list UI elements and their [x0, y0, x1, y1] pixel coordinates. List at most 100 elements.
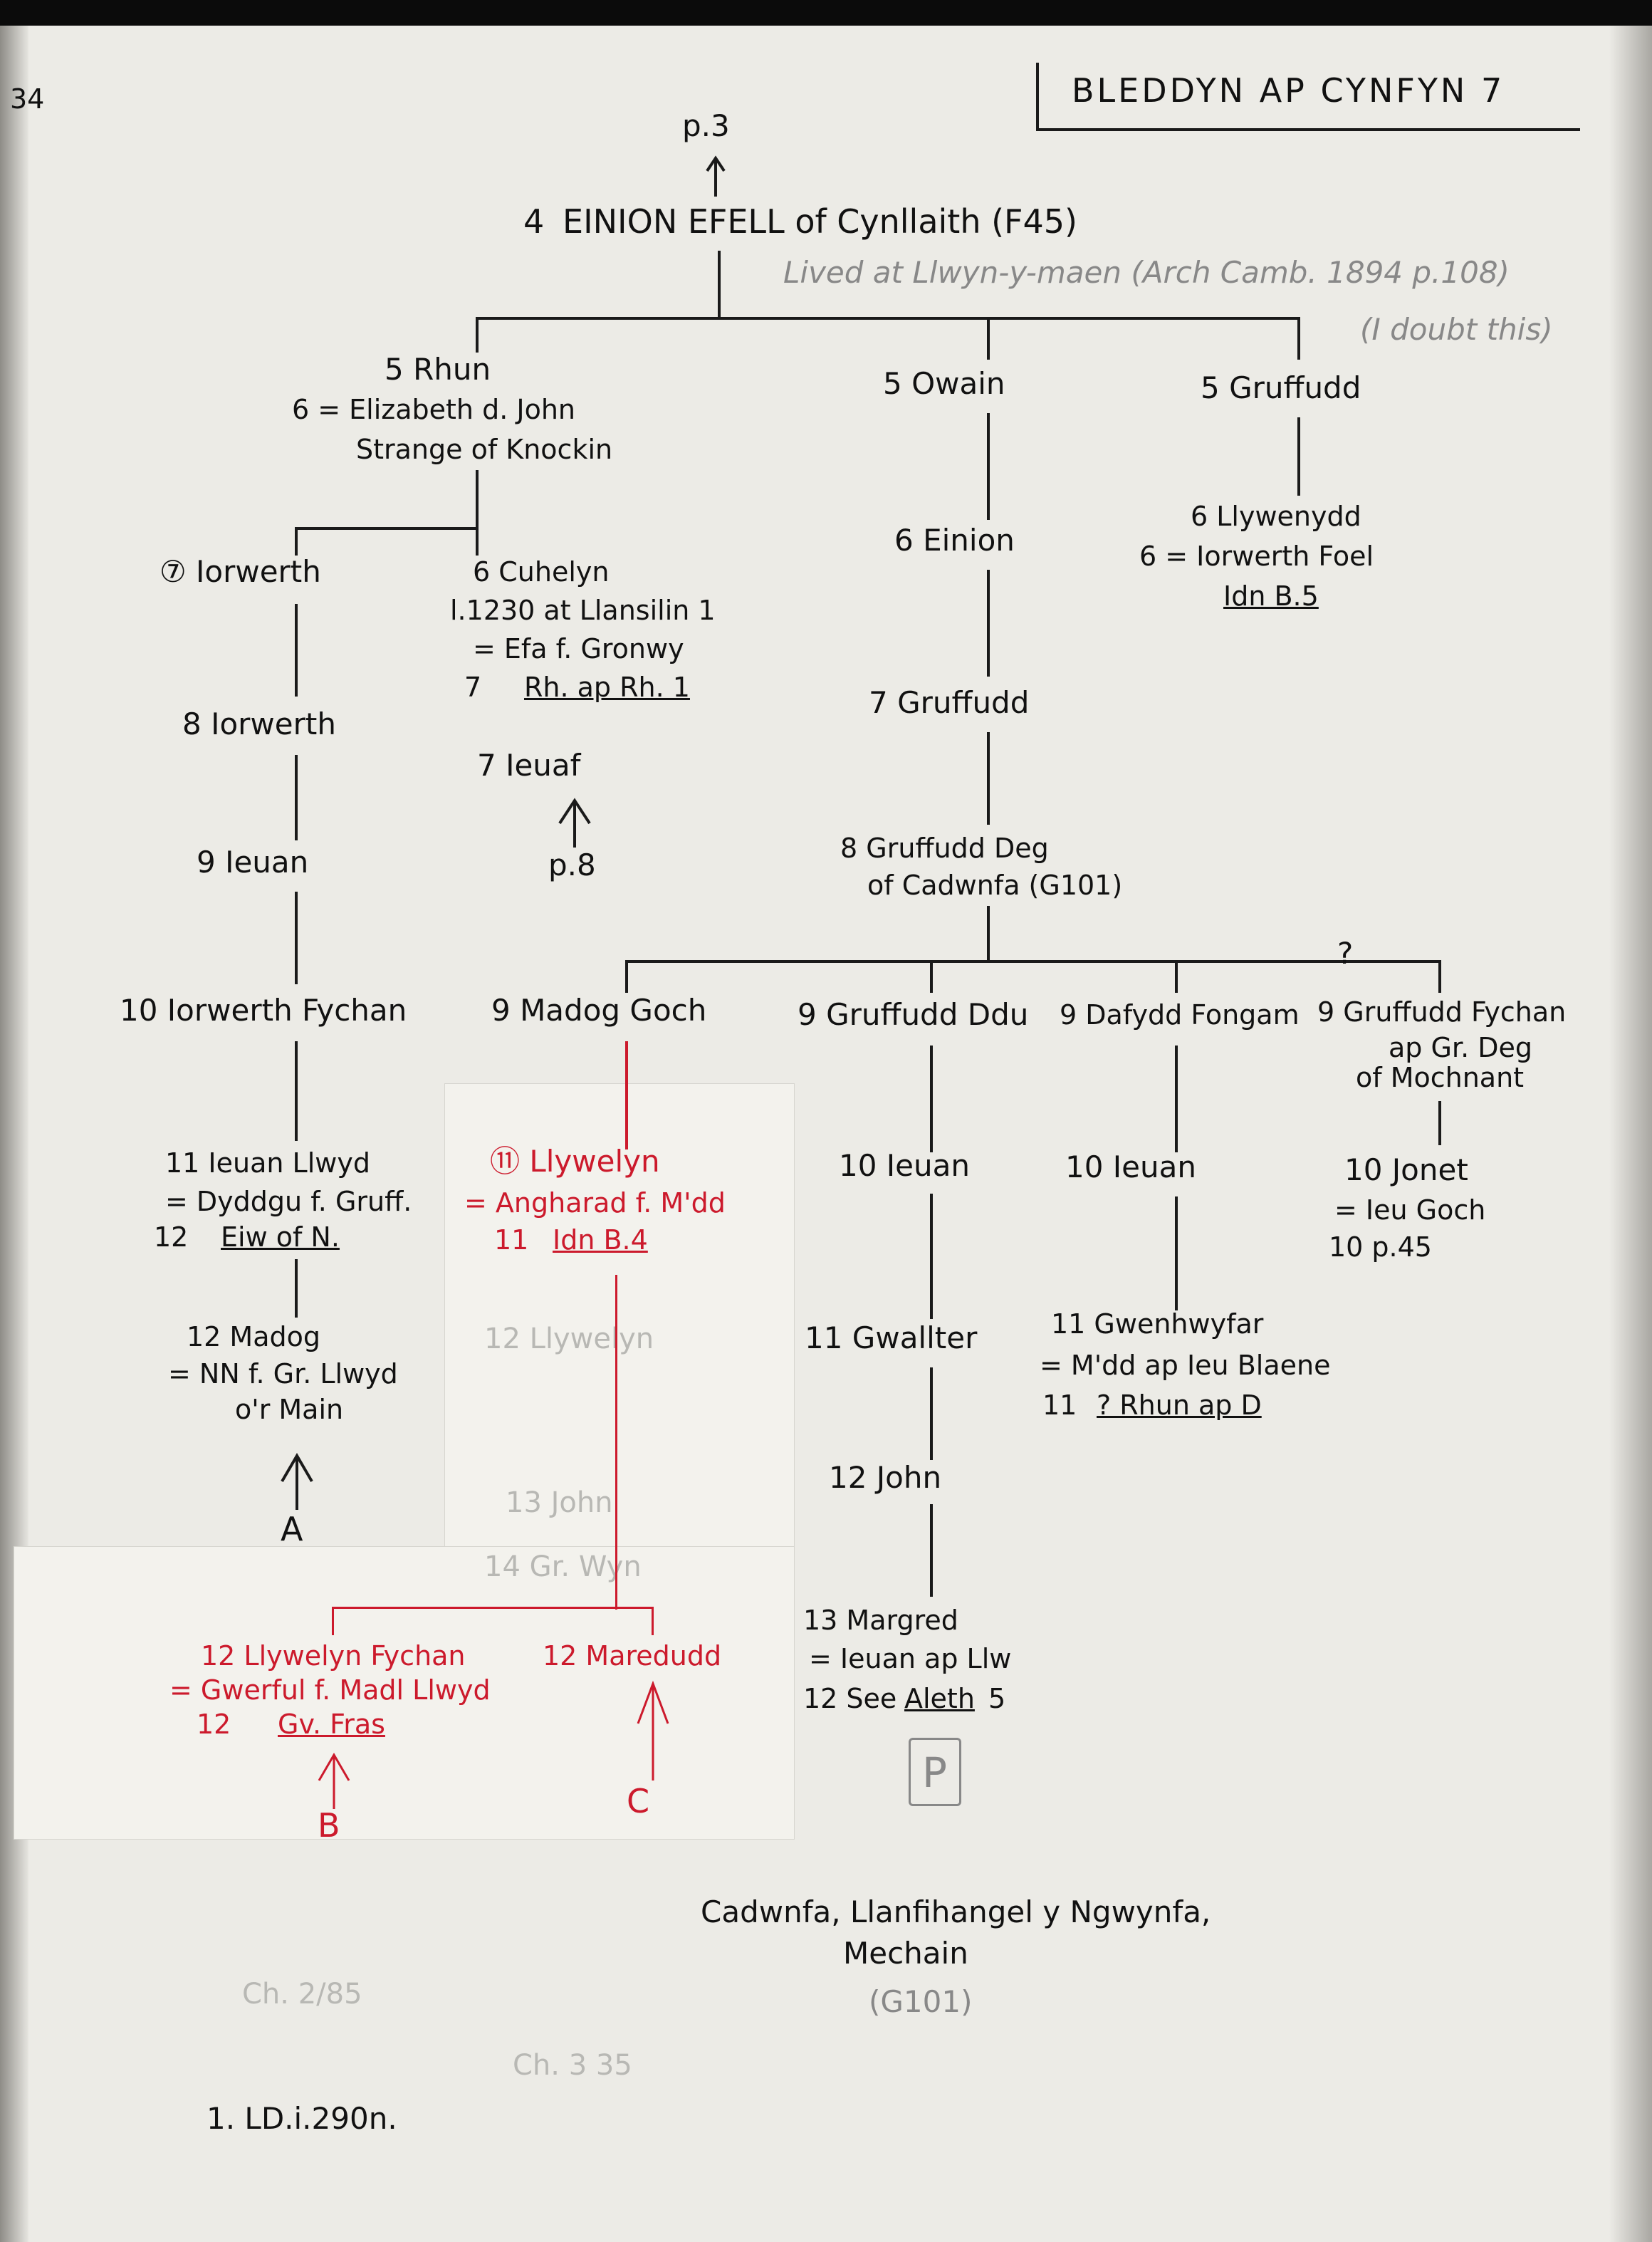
- line-gwallter-down: [930, 1367, 933, 1460]
- gruffudd7-name: 7 Gruffudd: [869, 685, 1030, 720]
- llywelyn-fychan-ref-num: 12: [197, 1709, 231, 1740]
- jonet-name: 10 Jonet: [1344, 1152, 1468, 1187]
- up-arrow-icon-p8: [558, 798, 591, 848]
- gruffudd-ddu-name: 9 Gruffudd Ddu: [798, 997, 1029, 1032]
- rhun-name: 5 Rhun: [385, 352, 491, 387]
- cuhelyn-ref-num: 7: [464, 672, 482, 703]
- margred-see-pre: 12 See: [803, 1683, 897, 1714]
- rhun-spouse-origin: Strange of Knockin: [356, 434, 613, 465]
- line-to-cuhelyn: [476, 527, 479, 556]
- header-title: BLEDDYN AP CYNFYN 7: [1072, 71, 1505, 110]
- line-to-iorwerth7: [295, 527, 298, 556]
- show-through-b: 13 John: [506, 1486, 613, 1519]
- line-to-gruffudd-ddu: [930, 960, 933, 993]
- line-gruffudd-deg-down: [987, 906, 990, 963]
- john12-name: 12 John: [829, 1460, 942, 1495]
- llywelyn11-ref-num: 11: [494, 1224, 529, 1256]
- line-iorwerth8-down: [295, 755, 298, 840]
- show-through-e: Ch. 3 35: [513, 2049, 632, 2082]
- show-through-d: Ch. 2/85: [242, 1978, 362, 2011]
- line-gen5-bar: [476, 317, 1300, 320]
- line-einion-down: [987, 570, 990, 677]
- line-iorwerth7-down: [295, 604, 298, 697]
- pasted-slip-upper: [445, 1084, 794, 1558]
- ieuan-llwyd-ref: Eiw of N.: [221, 1221, 340, 1253]
- gruffudd-fychan-parent: ap Gr. Deg: [1389, 1032, 1532, 1063]
- madog12-name: 12 Madog: [187, 1321, 320, 1352]
- margred-spouse: = Ieuan ap Llw: [809, 1643, 1012, 1674]
- madog12-spouse: = NN f. Gr. Llwyd: [168, 1358, 398, 1389]
- margred-see-post: 5: [988, 1683, 1006, 1714]
- jonet-ref: 10 p.45: [1329, 1231, 1432, 1263]
- llywelyn11-name: ⑪ Llywelyn: [490, 1144, 660, 1179]
- place-line1: Cadwnfa, Llanfihangel y Ngwynfa,: [701, 1894, 1211, 1929]
- line-to-owain: [987, 317, 990, 360]
- cuhelyn-ref: Rh. ap Rh. 1: [524, 672, 690, 703]
- line-root-down: [718, 251, 721, 318]
- line-ieuan-llwyd-down: [295, 1259, 298, 1318]
- gruffudd-deg-name: 8 Gruffudd Deg: [840, 833, 1049, 864]
- gruffudd-fychan-origin: of Mochnant: [1356, 1062, 1525, 1093]
- label-a: A: [281, 1510, 303, 1548]
- ref-p3: p.3: [682, 108, 730, 143]
- place-ref: (G101): [869, 1984, 973, 2019]
- line-ieuan10a-down: [930, 1194, 933, 1319]
- question-mark: ?: [1337, 936, 1354, 971]
- llywenydd-ref: Idn B.5: [1223, 580, 1319, 612]
- owain-name: 5 Owain: [883, 366, 1005, 401]
- root-note-doubt: (I doubt this): [1360, 312, 1553, 347]
- show-through-c: 14 Gr. Wyn: [484, 1550, 642, 1583]
- iorwerth7-name: ⑦ Iorwerth: [160, 554, 321, 589]
- gwenhwyfar-ref: ? Rhun ap D: [1097, 1389, 1262, 1421]
- up-arrow-icon-c: [637, 1680, 669, 1780]
- einion6-name: 6 Einion: [894, 523, 1015, 558]
- gwenhwyfar-name: 11 Gwenhwyfar: [1051, 1308, 1264, 1340]
- llywelyn11-spouse: = Angharad f. M'dd: [464, 1187, 726, 1219]
- line-gruffudd-ddu-down: [930, 1046, 933, 1152]
- gruffudd-fychan-name: 9 Gruffudd Fychan: [1317, 996, 1567, 1028]
- line-to-llywelyn-fychan: [332, 1607, 334, 1635]
- up-arrow-icon-b: [318, 1753, 350, 1809]
- ieuan-llwyd-ref-num: 12: [154, 1221, 189, 1253]
- line-llywelyn11-down: [615, 1275, 617, 1610]
- label-b: B: [318, 1806, 340, 1845]
- line-gen9-bar: [625, 960, 1441, 963]
- line-madog-goch-down: [625, 1041, 628, 1149]
- jonet-spouse: = Ieu Goch: [1334, 1194, 1486, 1226]
- cuhelyn-date: l.1230 at Llansilin 1: [450, 595, 716, 626]
- line-gruffudd-fychan-down: [1438, 1101, 1441, 1145]
- llywelyn-fychan-name: 12 Llywelyn Fychan: [201, 1640, 466, 1672]
- iorwerth-fychan-name: 10 Iorwerth Fychan: [120, 993, 407, 1028]
- gwenhwyfar-spouse: = M'dd ap Ieu Blaene: [1040, 1350, 1331, 1381]
- llywenydd-spouse: 6 = Iorwerth Foel: [1139, 541, 1374, 572]
- line-owain-down: [987, 413, 990, 520]
- margred-name: 13 Margred: [803, 1605, 958, 1636]
- line-to-rhun: [476, 317, 479, 353]
- root-einion-efell: EINION EFELL of Cynllaith (F45): [563, 202, 1077, 241]
- gwenhwyfar-ref-num: 11: [1042, 1389, 1077, 1421]
- gwallter-name: 11 Gwallter: [805, 1320, 978, 1355]
- line-gen12-bar: [332, 1607, 654, 1609]
- cuhelyn-spouse: = Efa f. Gronwy: [473, 633, 684, 664]
- page-gutter-shadow: [0, 26, 28, 2242]
- line-gruffudd7-down: [987, 732, 990, 825]
- ieuan-llwyd-spouse: = Dyddgu f. Gruff.: [165, 1186, 412, 1217]
- line-to-gruffudd5: [1297, 317, 1300, 360]
- madog-goch-name: 9 Madog Goch: [491, 993, 707, 1028]
- gruffudd5-name: 5 Gruffudd: [1201, 370, 1361, 405]
- place-line2: Mechain: [843, 1936, 968, 1971]
- line-to-dafydd-fongam: [1175, 960, 1178, 993]
- ieuan-llwyd-name: 11 Ieuan Llwyd: [165, 1147, 370, 1179]
- line-to-maredudd: [652, 1607, 654, 1635]
- rhun-spouse: 6 = Elizabeth d. John: [292, 394, 575, 425]
- gruffudd-deg-origin: of Cadwnfa (G101): [867, 870, 1123, 901]
- dafydd-fongam-name: 9 Dafydd Fongam: [1060, 999, 1300, 1031]
- page-number: 34: [10, 83, 45, 115]
- p-tag-box: [909, 1738, 961, 1806]
- line-ieuan10b-down: [1175, 1196, 1178, 1310]
- ieuan10b-name: 10 Ieuan: [1065, 1149, 1196, 1184]
- root-note: Lived at Llwyn-y-maen (Arch Camb. 1894 p…: [783, 255, 1510, 290]
- line-iorwerth-fychan-down: [295, 1041, 298, 1141]
- up-arrow-icon-a: [281, 1453, 313, 1510]
